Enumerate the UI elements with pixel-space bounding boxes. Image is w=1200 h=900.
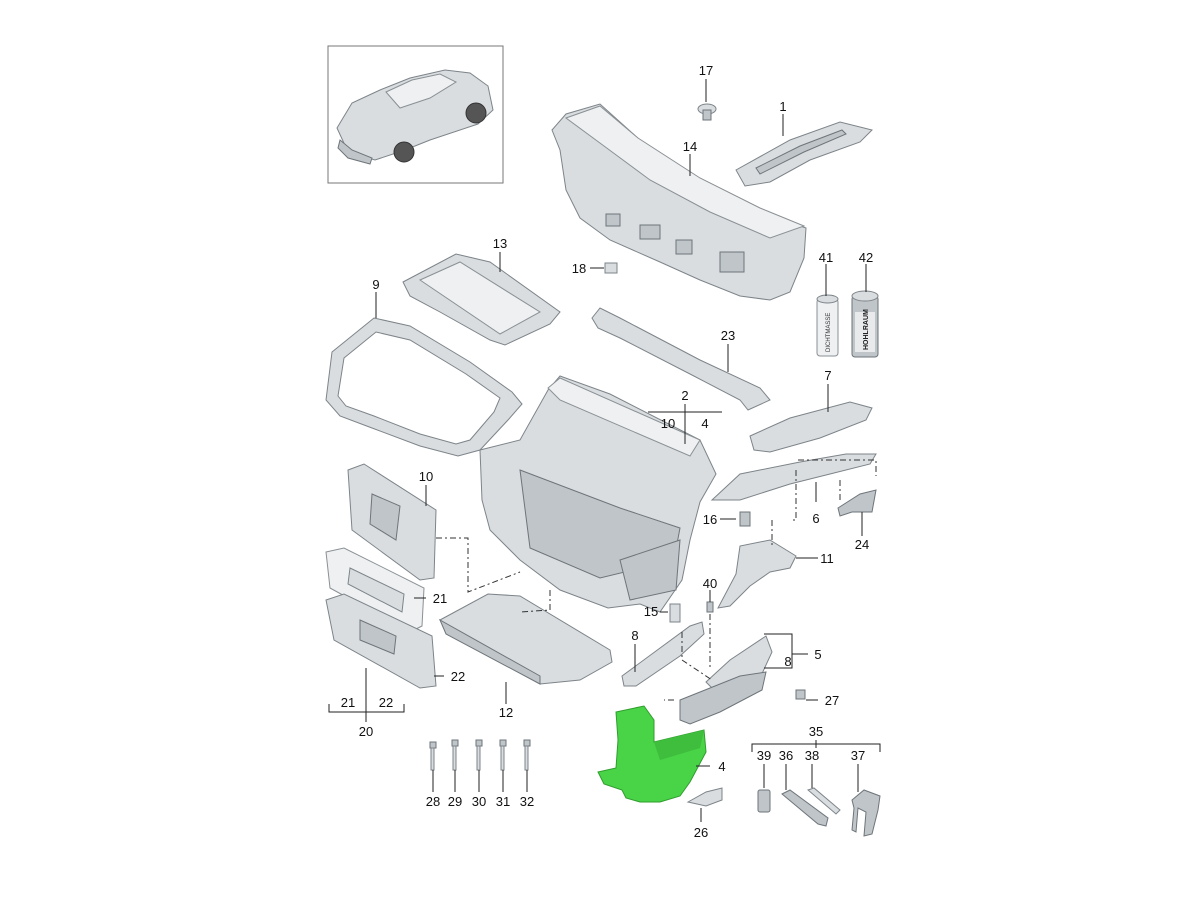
label-26[interactable]: 26	[694, 825, 708, 840]
part-16-bushing[interactable]	[739, 511, 751, 527]
label-22-top[interactable]: 22	[451, 669, 465, 684]
part-31-rivet[interactable]	[499, 739, 507, 771]
part-5-member[interactable]	[679, 635, 773, 725]
label-24[interactable]: 24	[855, 537, 869, 552]
label-38[interactable]: 38	[805, 748, 819, 763]
label-17[interactable]: 17	[699, 63, 713, 78]
label-8-left[interactable]: 8	[631, 628, 638, 643]
label-1[interactable]: 1	[779, 99, 786, 114]
assembly-lines	[436, 459, 877, 701]
rivets-28-32	[429, 739, 531, 771]
part-37-gun[interactable]	[851, 789, 881, 837]
label-32[interactable]: 32	[520, 794, 534, 809]
part-8-member[interactable]	[621, 621, 705, 687]
part-40-screw[interactable]	[706, 601, 714, 613]
label-36[interactable]: 36	[779, 748, 793, 763]
part-15-bushing[interactable]	[669, 603, 681, 623]
part-38-nozzle[interactable]	[807, 787, 841, 815]
label-20[interactable]: 20	[359, 724, 373, 739]
label-21-bottom[interactable]: 21	[341, 695, 355, 710]
label-14[interactable]: 14	[683, 139, 697, 154]
label-42[interactable]: 42	[859, 250, 873, 265]
label-11[interactable]: 11	[820, 551, 834, 566]
label-29[interactable]: 29	[448, 794, 462, 809]
part-17-clip[interactable]	[697, 103, 717, 121]
part-41-can[interactable]: DICHTMASSE	[816, 294, 839, 357]
part-9-frame[interactable]	[325, 317, 523, 457]
label-18[interactable]: 18	[572, 261, 586, 276]
label-8-right[interactable]: 8	[784, 654, 791, 669]
label-7[interactable]: 7	[824, 368, 831, 383]
part-21-panel[interactable]	[325, 547, 425, 633]
callout-labels: 17 1 14 13 18 41 42 9 23 7 2 10 4 10 16 …	[341, 63, 873, 840]
label-30[interactable]: 30	[472, 794, 486, 809]
label-15[interactable]: 15	[644, 604, 658, 619]
can-41-label: DICHTMASSE	[826, 313, 832, 352]
label-10-top[interactable]: 10	[661, 416, 675, 431]
part-27-clip[interactable]	[795, 689, 806, 700]
can-42-label: HOHLRAUM	[863, 309, 870, 350]
part-39-cartridge[interactable]	[757, 789, 771, 813]
label-16[interactable]: 16	[703, 512, 717, 527]
label-35[interactable]: 35	[809, 724, 823, 739]
label-27[interactable]: 27	[825, 693, 839, 708]
part-30-rivet[interactable]	[475, 739, 483, 771]
part-14-bulkhead[interactable]	[551, 103, 807, 301]
part-42-can[interactable]: HOHLRAUM	[851, 290, 879, 358]
label-6[interactable]: 6	[812, 511, 819, 526]
part-29-rivet[interactable]	[451, 739, 459, 771]
label-5[interactable]: 5	[814, 647, 821, 662]
label-41[interactable]: 41	[819, 250, 833, 265]
part-24-bracket[interactable]	[837, 489, 877, 517]
part-26-bracket[interactable]	[686, 787, 723, 807]
label-10[interactable]: 10	[419, 469, 433, 484]
label-4[interactable]: 4	[718, 759, 725, 774]
leader-lines	[328, 79, 881, 822]
part-32-rivet[interactable]	[523, 739, 531, 771]
label-39[interactable]: 39	[757, 748, 771, 763]
label-40[interactable]: 40	[703, 576, 717, 591]
part-2-front-structure[interactable]	[479, 375, 717, 613]
part-28-rivet[interactable]	[429, 741, 437, 771]
part-11-bracket[interactable]	[717, 539, 797, 609]
part-1-strip[interactable]	[735, 121, 873, 187]
part-4-highlighted-member[interactable]	[597, 705, 707, 803]
part-12-floor[interactable]	[438, 593, 613, 685]
part-7-member[interactable]	[749, 401, 873, 453]
part-13-panel[interactable]	[402, 253, 561, 346]
part-22-panel[interactable]	[325, 593, 437, 689]
label-13[interactable]: 13	[493, 236, 507, 251]
label-28[interactable]: 28	[426, 794, 440, 809]
label-23[interactable]: 23	[721, 328, 735, 343]
label-4-top[interactable]: 4	[701, 416, 708, 431]
label-22-bottom[interactable]: 22	[379, 695, 393, 710]
part-36-tube[interactable]	[781, 789, 829, 827]
part-23-crossmember[interactable]	[591, 307, 771, 411]
part-10-panel[interactable]	[347, 463, 437, 581]
label-9[interactable]: 9	[372, 277, 379, 292]
part-6-member[interactable]	[710, 453, 877, 501]
vehicle-thumbnail	[327, 45, 504, 184]
label-12[interactable]: 12	[499, 705, 513, 720]
part-18-nut[interactable]	[604, 262, 618, 274]
label-21-top[interactable]: 21	[433, 591, 447, 606]
label-31[interactable]: 31	[496, 794, 510, 809]
label-37[interactable]: 37	[851, 748, 865, 763]
label-2[interactable]: 2	[681, 388, 688, 403]
